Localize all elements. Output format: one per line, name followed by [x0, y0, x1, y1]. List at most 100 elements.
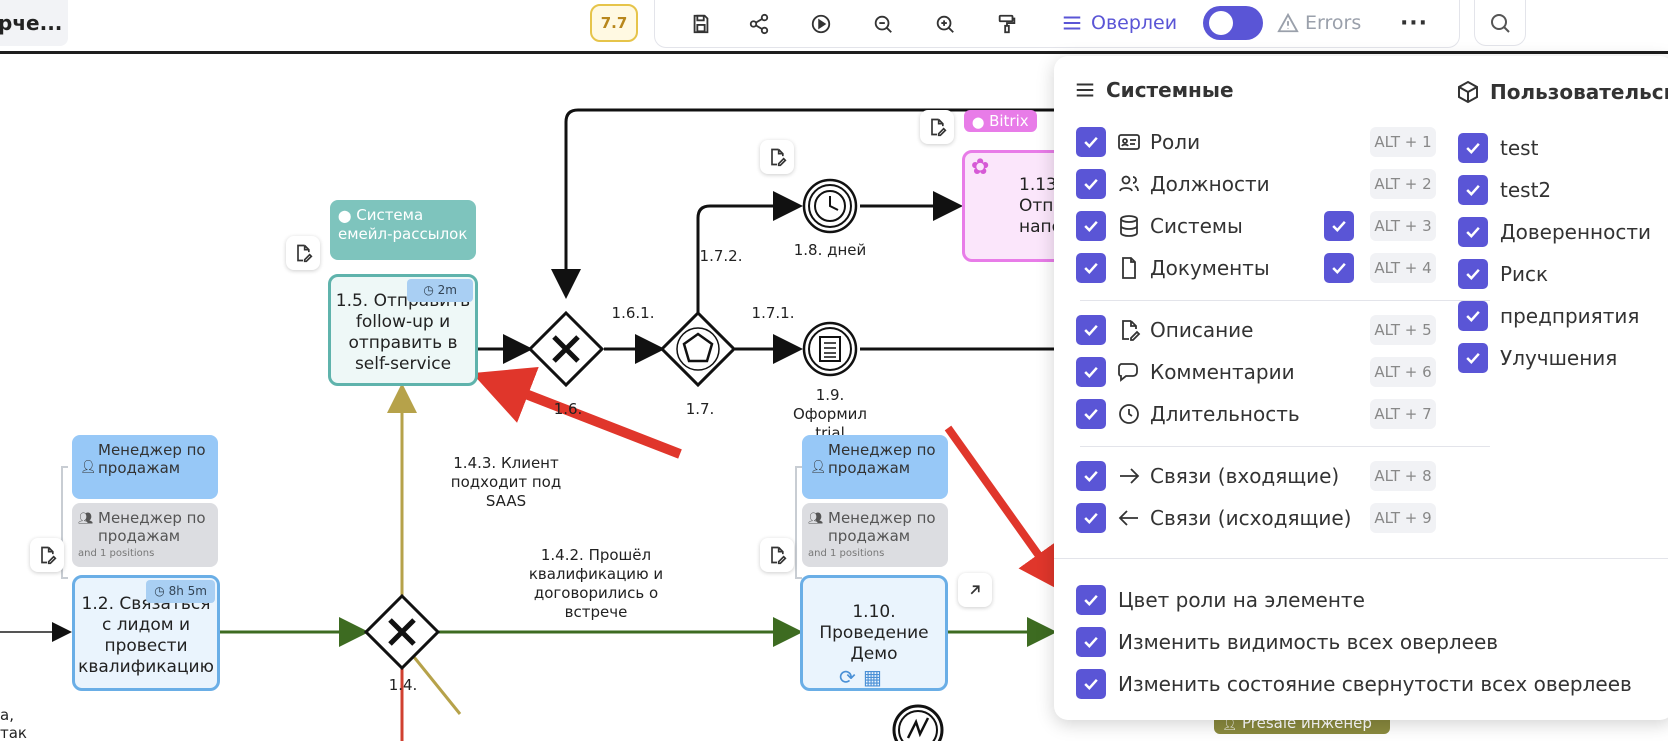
- edit-file-icon: [931, 118, 947, 137]
- user-overlay-risk[interactable]: Риск: [1458, 256, 1548, 292]
- overlay-systems[interactable]: Системы: [1076, 208, 1243, 244]
- overlay-roles[interactable]: Роли: [1076, 124, 1200, 160]
- check-icon: [1084, 136, 1098, 148]
- user-overlay-improvements[interactable]: Улучшения: [1458, 340, 1617, 376]
- checkbox[interactable]: [1076, 627, 1106, 657]
- option-toggle-visibility[interactable]: Изменить видимость всех оверлеев: [1076, 624, 1498, 660]
- checkbox[interactable]: [1458, 301, 1488, 331]
- timer-event-1-8[interactable]: [802, 178, 858, 234]
- checkbox[interactable]: [1076, 211, 1106, 241]
- system-overlays-title-text: Системные: [1106, 78, 1234, 102]
- checkbox[interactable]: [1076, 461, 1106, 491]
- description-chip-1-2[interactable]: [30, 538, 64, 572]
- edit-file-icon: [771, 546, 787, 565]
- task-1-5-duration: 2m: [437, 283, 457, 297]
- gateway-1-4-label: 1.4.: [388, 676, 418, 694]
- system-overlays-title: Системные: [1074, 78, 1234, 102]
- documents-collapse-checkbox[interactable]: [1324, 253, 1354, 283]
- overlay-comments[interactable]: Комментарии: [1076, 354, 1295, 390]
- task-1-10-label: 1.10. Проведение Демо: [819, 601, 929, 664]
- task-1-2[interactable]: 1.2. Связаться с лидом и провести квалиф…: [72, 575, 220, 691]
- position-card-mid[interactable]: 👥︎ Менеджер по продажам and 1 positions: [802, 503, 948, 567]
- system-card[interactable]: ⬤ Система емейл-рассылок: [330, 200, 476, 260]
- overlay-links-out[interactable]: Связи (исходящие): [1076, 500, 1351, 536]
- save-button[interactable]: [685, 8, 717, 40]
- checkbox[interactable]: [1458, 343, 1488, 373]
- user-overlay-proxies[interactable]: Доверенности: [1458, 214, 1651, 250]
- user-overlay-enterprise[interactable]: предприятия: [1458, 298, 1639, 334]
- description-chip-1-13[interactable]: [920, 110, 954, 144]
- check-icon: [1332, 262, 1346, 274]
- grid-icon: ▦: [863, 665, 882, 689]
- zoom-in-button[interactable]: [929, 8, 961, 40]
- shortcut-systems: ALT + 3: [1370, 211, 1436, 241]
- checkbox[interactable]: [1076, 503, 1106, 533]
- errors-button[interactable]: Errors: [1277, 6, 1361, 40]
- description-chip-1-10[interactable]: [760, 538, 794, 572]
- arrow-left-icon: [1116, 505, 1142, 531]
- position-card-mid-label: Менеджер по продажам: [828, 509, 936, 545]
- gateway-1-4[interactable]: [363, 593, 441, 671]
- user-icon: 👤︎: [810, 460, 827, 475]
- shortcut-duration: ALT + 7: [1370, 399, 1436, 429]
- message-event-1-9[interactable]: [802, 321, 858, 377]
- position-card-left[interactable]: 👥︎ Менеджер по продажам and 1 positions: [72, 503, 218, 567]
- checkbox[interactable]: [1076, 127, 1106, 157]
- share-button[interactable]: [743, 8, 775, 40]
- task-1-5[interactable]: 1.5. Отправить follow-up и отправить в s…: [328, 274, 478, 386]
- overlay-positions[interactable]: Должности: [1076, 166, 1270, 202]
- checkbox[interactable]: [1076, 357, 1106, 387]
- overlay-links-in[interactable]: Связи (входящие): [1076, 458, 1339, 494]
- bitrix-tag[interactable]: ⬤ Bitrix: [964, 110, 1037, 132]
- checkbox[interactable]: [1458, 259, 1488, 289]
- option-role-color[interactable]: Цвет роли на элементе: [1076, 582, 1365, 618]
- user-overlay-test2[interactable]: test2: [1458, 172, 1551, 208]
- checkbox[interactable]: [1076, 169, 1106, 199]
- share-icon: [749, 13, 769, 35]
- role-card-mid[interactable]: 👤︎ Менеджер по продажам: [802, 435, 948, 499]
- role-card-left[interactable]: 👤︎ Менеджер по продажам: [72, 435, 218, 499]
- checkbox[interactable]: [1458, 133, 1488, 163]
- diagram-canvas[interactable]: ⬤ Система емейл-рассылок 1.5. Отправить …: [0, 54, 1668, 741]
- description-chip-1-8[interactable]: [760, 140, 794, 174]
- check-icon: [1084, 262, 1098, 274]
- overlays-button[interactable]: Оверлеи: [1061, 6, 1177, 40]
- diagram-title-box[interactable]: рче...: [0, 0, 68, 46]
- clock-icon: ◷: [423, 283, 434, 297]
- gateway-1-7[interactable]: [659, 310, 737, 388]
- gateway-1-6[interactable]: [527, 310, 605, 388]
- checkbox[interactable]: [1076, 315, 1106, 345]
- version-badge[interactable]: 7.7: [590, 4, 638, 42]
- search-button[interactable]: [1474, 0, 1526, 46]
- overlay-label: Связи (исходящие): [1150, 506, 1352, 530]
- user-overlay-test[interactable]: test: [1458, 130, 1538, 166]
- checkbox[interactable]: [1076, 585, 1106, 615]
- play-button[interactable]: [805, 8, 837, 40]
- file-icon: [1116, 255, 1142, 281]
- check-icon: [1466, 310, 1480, 322]
- checkbox[interactable]: [1076, 253, 1106, 283]
- flow-1-7-2-label: 1.7.2.: [699, 247, 743, 265]
- open-link-chip[interactable]: [958, 573, 992, 607]
- annotation-arrow-right: [944, 425, 1066, 594]
- checkbox[interactable]: [1458, 175, 1488, 205]
- more-button[interactable]: ···: [1399, 10, 1429, 36]
- checkbox[interactable]: [1076, 669, 1106, 699]
- zoom-out-button[interactable]: [867, 8, 899, 40]
- checkbox[interactable]: [1458, 217, 1488, 247]
- task-1-2-label: 1.2. Связаться с лидом и провести квалиф…: [78, 594, 214, 677]
- option-toggle-collapse[interactable]: Изменить состояние свернутости всех овер…: [1076, 666, 1632, 702]
- checkbox[interactable]: [1076, 399, 1106, 429]
- overlay-description[interactable]: Описание: [1076, 312, 1253, 348]
- check-icon: [1084, 220, 1098, 232]
- format-painter-button[interactable]: [991, 8, 1023, 40]
- menu-icon: [1063, 16, 1081, 30]
- overlays-toggle[interactable]: [1203, 6, 1263, 40]
- event-bottom[interactable]: [892, 704, 944, 741]
- overlay-documents[interactable]: Документы: [1076, 250, 1270, 286]
- systems-collapse-checkbox[interactable]: [1324, 211, 1354, 241]
- overlay-duration[interactable]: Длительность: [1076, 396, 1300, 432]
- left-cut-text-1: а,: [0, 706, 14, 724]
- description-chip[interactable]: [286, 236, 320, 270]
- task-1-10[interactable]: 1.10. Проведение Демо ⟳ ▦: [800, 575, 948, 691]
